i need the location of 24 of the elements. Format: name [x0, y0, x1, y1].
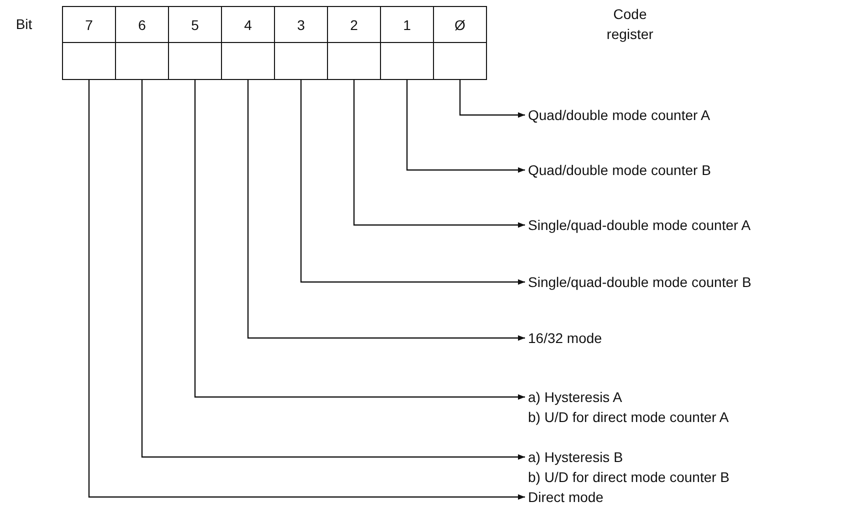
bit-description: 16/32 mode: [528, 329, 602, 348]
bit-description: b) U/D for direct mode counter A: [528, 408, 729, 427]
bit-description: Single/quad-double mode counter A: [528, 216, 751, 235]
bit-description: b) U/D for direct mode counter B: [528, 468, 730, 487]
leader-arrow: [247, 80, 525, 341]
bit-description: Single/quad-double mode counter B: [528, 273, 752, 292]
leader-arrow: [406, 80, 525, 173]
bit-description: Direct mode: [528, 488, 604, 507]
leader-arrow: [300, 80, 525, 285]
bit-description: Quad/double mode counter B: [528, 161, 711, 180]
register-title: Code register: [606, 5, 654, 44]
row-label: Bit: [14, 15, 34, 34]
leader-arrow: [141, 80, 525, 460]
leader-arrow: [88, 80, 525, 500]
bit-number-cell: Ø: [433, 6, 487, 43]
register-cell: [433, 42, 487, 80]
leader-arrow: [353, 80, 525, 228]
leader-arrow: [194, 80, 525, 400]
bit-description: a) Hysteresis A: [528, 388, 624, 407]
bit-number-cell: 7: [62, 6, 116, 43]
bit-description: Quad/double mode counter A: [528, 106, 710, 125]
bit-description: a) Hysteresis B: [528, 448, 624, 467]
leader-arrow: [459, 80, 525, 118]
register-cell: [62, 42, 116, 80]
